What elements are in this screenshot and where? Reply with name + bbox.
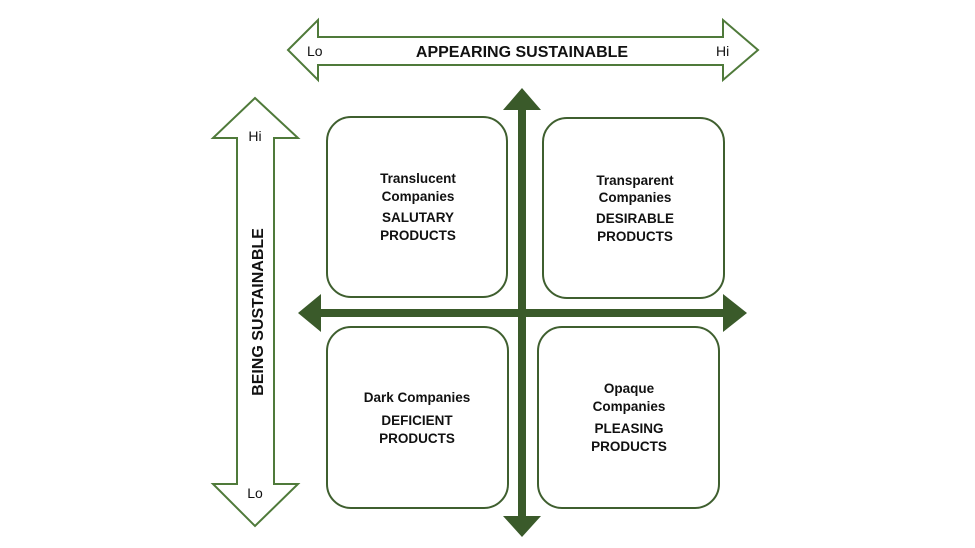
vertical-axis-low-label: Lo	[247, 485, 263, 501]
bottom-right-product-line2: PRODUCTS	[591, 439, 667, 454]
top-left-company-line2: Companies	[382, 189, 455, 204]
quadrant-box-top-right	[542, 117, 725, 299]
bottom-left-product-line1: DEFICIENT	[381, 413, 453, 428]
horizontal-axis-high-label: Hi	[716, 43, 729, 59]
horizontal-solid-arrow	[298, 294, 747, 332]
horizontal-double-arrow	[286, 17, 760, 83]
horizontal-axis-title: APPEARING SUSTAINABLE	[416, 44, 628, 61]
top-right-product-line2: PRODUCTS	[597, 229, 673, 244]
vertical-axis-title: BEING SUSTAINABLE	[250, 228, 267, 396]
central-crosshair-arrows	[298, 88, 747, 537]
being-sustainable-axis: Hi BEING SUSTAINABLE Lo	[210, 96, 301, 528]
bottom-right-product-line1: PLEASING	[594, 421, 663, 436]
vertical-axis-high-label: Hi	[248, 128, 261, 144]
quadrant-box-bottom-left	[326, 326, 509, 509]
quadrant-top-right-text: Transparent Companies DESIRABLE PRODUCTS	[596, 173, 674, 244]
vertical-double-arrow	[210, 96, 301, 528]
top-right-product-line1: DESIRABLE	[596, 211, 674, 226]
bottom-right-company-line1: Opaque	[604, 381, 655, 396]
quadrant-box-top-left	[326, 116, 508, 298]
quadrant-top-left-text: Translucent Companies SALUTARY PRODUCTS	[380, 171, 456, 243]
bottom-right-company-line2: Companies	[593, 399, 666, 414]
quadrant-box-bottom-right	[537, 326, 720, 509]
quadrant-bottom-right-text: Opaque Companies PLEASING PRODUCTS	[591, 381, 667, 454]
bottom-left-product-line2: PRODUCTS	[379, 431, 455, 446]
top-right-company-line1: Transparent	[596, 173, 674, 188]
top-left-product-line1: SALUTARY	[382, 210, 454, 225]
quadrant-bottom-left-text: Dark Companies DEFICIENT PRODUCTS	[364, 390, 471, 446]
horizontal-axis-low-label: Lo	[307, 43, 323, 59]
top-left-product-line2: PRODUCTS	[380, 228, 456, 243]
top-right-company-line2: Companies	[599, 190, 672, 205]
bottom-left-company-line1: Dark Companies	[364, 390, 471, 405]
top-left-company-line1: Translucent	[380, 171, 456, 186]
appearing-sustainable-axis: Lo APPEARING SUSTAINABLE Hi	[286, 17, 760, 83]
